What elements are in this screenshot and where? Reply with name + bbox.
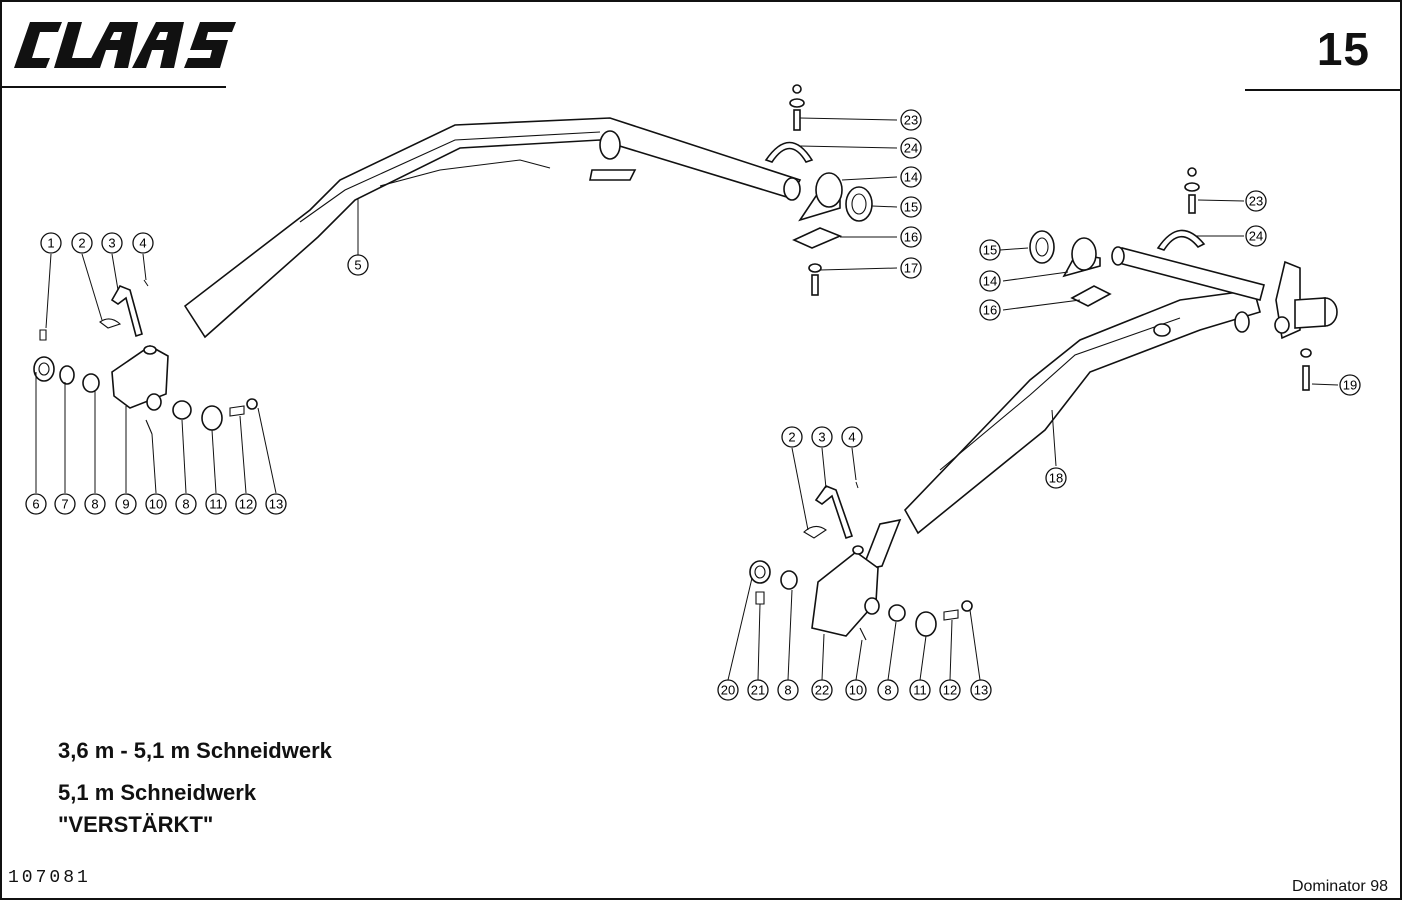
svg-text:8: 8 (884, 683, 891, 698)
svg-text:9: 9 (122, 497, 129, 512)
callout-13-right: 13 (970, 679, 992, 701)
svg-text:8: 8 (784, 683, 791, 698)
page-number: 15 (1316, 23, 1370, 75)
callout-4-left: 4 (132, 232, 154, 254)
header-rule-left (0, 86, 226, 88)
svg-text:2: 2 (788, 430, 795, 445)
callout-15-right: 15 (979, 239, 1001, 261)
callout-13-left: 13 (265, 493, 287, 515)
svg-text:14: 14 (983, 274, 997, 289)
svg-text:3: 3 (818, 430, 825, 445)
svg-text:3: 3 (108, 236, 115, 251)
model-name: Dominator 98 (1291, 878, 1388, 895)
caption-line-3: "VERSTÄRKT" (58, 812, 214, 837)
svg-text:24: 24 (904, 141, 918, 156)
svg-text:13: 13 (269, 497, 283, 512)
callout-16-right: 16 (979, 299, 1001, 321)
callout-16-top: 16 (900, 226, 922, 248)
svg-text:18: 18 (1049, 471, 1063, 486)
svg-text:12: 12 (943, 683, 957, 698)
callout-2-right: 2 (781, 426, 803, 448)
svg-text:23: 23 (1249, 194, 1263, 209)
svg-text:10: 10 (849, 683, 863, 698)
header-rule-right (1245, 89, 1402, 91)
svg-text:13: 13 (974, 683, 988, 698)
callout-10-right: 10 (845, 679, 867, 701)
callout-22-right: 22 (811, 679, 833, 701)
callout-3-right: 3 (811, 426, 833, 448)
svg-text:6: 6 (32, 497, 39, 512)
callout-8b-right: 8 (877, 679, 899, 701)
svg-text:5: 5 (354, 258, 361, 273)
callout-9-left: 9 (115, 493, 137, 515)
callout-3-left: 3 (101, 232, 123, 254)
svg-text:17: 17 (904, 261, 918, 276)
callout-8a-left: 8 (84, 493, 106, 515)
callout-2-left: 2 (71, 232, 93, 254)
callout-24-right: 24 (1245, 225, 1267, 247)
document-number: 107081 (8, 868, 91, 888)
left-hardware (33, 253, 277, 494)
svg-text:1: 1 (47, 236, 54, 251)
svg-text:8: 8 (182, 497, 189, 512)
svg-text:23: 23 (904, 113, 918, 128)
callout-14-right: 14 (979, 270, 1001, 292)
callout-7-left: 7 (54, 493, 76, 515)
callout-5: 5 (347, 254, 369, 276)
callout-19-right: 19 (1339, 374, 1361, 396)
svg-text:10: 10 (149, 497, 163, 512)
callout-18-right: 18 (1045, 467, 1067, 489)
callout-8b-left: 8 (175, 493, 197, 515)
svg-text:22: 22 (815, 683, 829, 698)
svg-text:14: 14 (904, 170, 918, 185)
callout-24-top: 24 (900, 137, 922, 159)
caption-line-1: 3,6 m - 5,1 m Schneidwerk (58, 738, 332, 763)
callout-11-right: 11 (909, 679, 931, 701)
svg-text:4: 4 (848, 430, 855, 445)
svg-text:4: 4 (139, 236, 146, 251)
callout-14-top: 14 (900, 166, 922, 188)
svg-text:11: 11 (913, 683, 927, 698)
callout-12-left: 12 (235, 493, 257, 515)
callout-17-top: 17 (900, 257, 922, 279)
callout-11-left: 11 (205, 493, 227, 515)
svg-text:21: 21 (751, 683, 765, 698)
right-lower-hardware (727, 447, 981, 681)
callout-4-right: 4 (841, 426, 863, 448)
svg-text:16: 16 (983, 303, 997, 318)
callout-12-right: 12 (939, 679, 961, 701)
svg-text:8: 8 (91, 497, 98, 512)
callout-8a-right: 8 (777, 679, 799, 701)
callout-23-top: 23 (900, 109, 922, 131)
claas-logo (14, 22, 236, 68)
svg-text:24: 24 (1249, 229, 1263, 244)
svg-text:11: 11 (209, 497, 223, 512)
svg-text:7: 7 (61, 497, 68, 512)
callout-20-right: 20 (717, 679, 739, 701)
svg-text:16: 16 (904, 230, 918, 245)
caption-line-2: 5,1 m Schneidwerk (58, 780, 257, 805)
tube-assembly-5 (183, 117, 802, 339)
svg-text:12: 12 (239, 497, 253, 512)
callout-10-left: 10 (145, 493, 167, 515)
top-hardware (357, 84, 898, 296)
callout-1-left: 1 (40, 232, 62, 254)
svg-text:19: 19 (1343, 378, 1357, 393)
svg-text:15: 15 (904, 200, 918, 215)
right-hardware (999, 167, 1339, 391)
svg-text:20: 20 (721, 683, 735, 698)
svg-text:15: 15 (983, 243, 997, 258)
callout-6-left: 6 (25, 493, 47, 515)
svg-text:2: 2 (78, 236, 85, 251)
callout-23-right: 23 (1245, 190, 1267, 212)
callout-15-top: 15 (900, 196, 922, 218)
tube-assembly-18 (904, 246, 1338, 535)
callout-21-right: 21 (747, 679, 769, 701)
